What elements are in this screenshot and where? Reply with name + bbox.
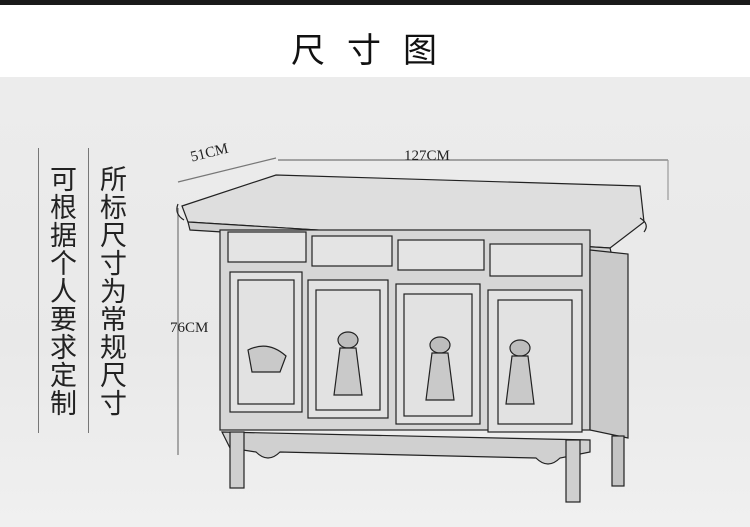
top-rule	[0, 0, 750, 5]
note-standard: 所标尺寸为常规尺寸	[88, 148, 126, 433]
page-title: 尺寸图	[291, 31, 459, 71]
drawer	[311, 235, 393, 267]
door	[229, 271, 303, 413]
drawer	[227, 231, 307, 263]
leg	[229, 431, 245, 489]
cabinet-side	[589, 249, 629, 439]
drawer	[397, 239, 485, 271]
leg	[611, 435, 625, 487]
height-label: 76CM	[170, 320, 209, 336]
drawer	[489, 243, 583, 277]
leg	[565, 439, 581, 503]
note-custom: 可根据个人要求定制	[38, 148, 76, 433]
door	[487, 289, 583, 433]
depth-dimension-line	[177, 157, 277, 183]
cabinet-apron	[221, 431, 591, 465]
width-label: 127CM	[404, 148, 450, 164]
header-band: 尺寸图	[0, 5, 750, 77]
